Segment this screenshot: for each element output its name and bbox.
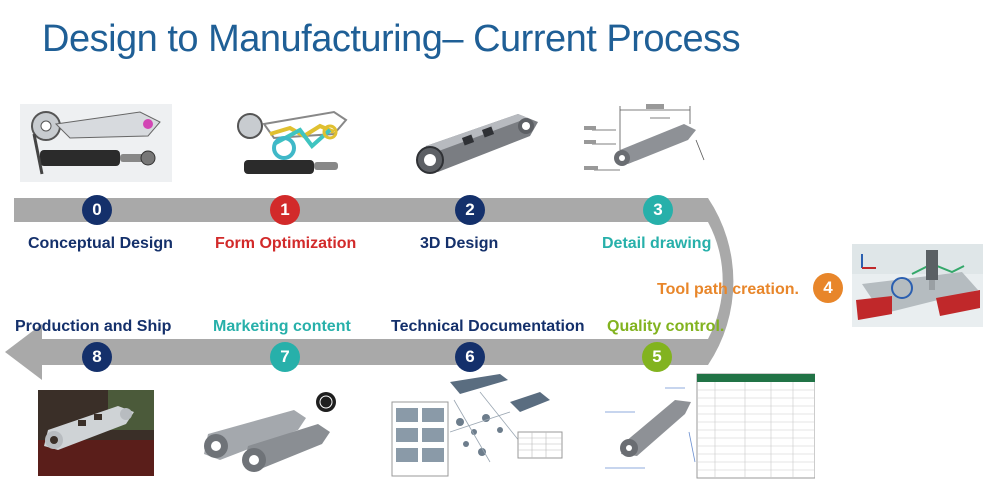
step-7-badge: 7 (270, 342, 300, 372)
step-6-label: Technical Documentation (391, 318, 585, 335)
track-arrowhead (5, 324, 42, 380)
track-band (14, 198, 734, 365)
detail-drawing-image (580, 100, 708, 184)
quality-control-image (595, 372, 815, 480)
conceptual-design-image (20, 104, 172, 182)
page-title: Design to Manufacturing– Current Process (42, 18, 741, 60)
technical-documentation-image (390, 372, 565, 480)
step-5-label: Quality control. (607, 318, 725, 335)
3d-design-image (408, 108, 546, 180)
step-3-label: Detail drawing (602, 235, 712, 252)
step-3-badge: 3 (643, 195, 673, 225)
form-optimization-image (230, 104, 358, 186)
step-2-label: 3D Design (420, 235, 499, 252)
step-4-label: Tool path creation. (657, 281, 799, 298)
step-5-badge: 5 (642, 342, 672, 372)
step-0-badge: 0 (82, 195, 112, 225)
production-image (38, 390, 154, 476)
step-0-label: Conceptual Design (28, 235, 173, 252)
step-4-badge: 4 (813, 273, 843, 303)
step-8-label: Production and Ship (15, 318, 172, 335)
step-2-badge: 2 (455, 195, 485, 225)
tool-path-image (852, 244, 983, 327)
step-8-badge: 8 (82, 342, 112, 372)
step-7-label: Marketing content (213, 318, 351, 335)
marketing-content-image (198, 390, 340, 478)
step-1-label: Form Optimization (215, 235, 357, 252)
step-1-badge: 1 (270, 195, 300, 225)
step-6-badge: 6 (455, 342, 485, 372)
